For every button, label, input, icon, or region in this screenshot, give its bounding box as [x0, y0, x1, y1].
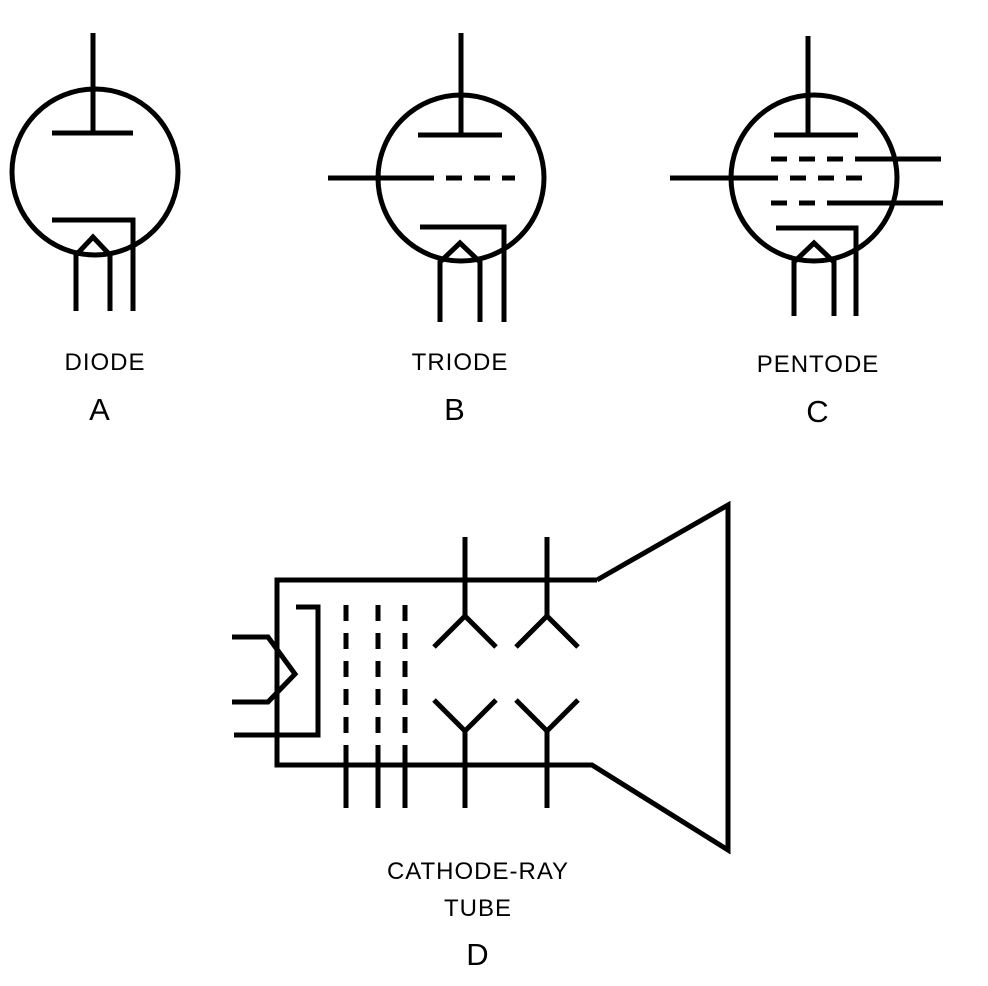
- triode-name-label: TRIODE: [411, 349, 509, 376]
- diode-cathode: [52, 217, 136, 311]
- triode-heater: [437, 239, 483, 322]
- diode-symbol: [9, 33, 181, 311]
- crt-deflection-plate-bottom-1: [432, 698, 498, 735]
- crt-letter-label: D: [466, 937, 490, 972]
- crt-deflection-plate-bottom-2: [514, 698, 580, 735]
- triode-symbol: [328, 33, 547, 322]
- crt-envelope: [274, 500, 731, 855]
- crt-cathode: [234, 604, 321, 738]
- diode-name-label: DIODE: [64, 349, 146, 376]
- crt-name-label-line-1: CATHODE-RAY: [386, 858, 570, 885]
- diode-letter-label: A: [89, 392, 111, 427]
- triode-cathode: [420, 224, 507, 322]
- triode-letter-label: B: [444, 392, 466, 427]
- diode-heater: [73, 233, 113, 311]
- pentode-heater: [791, 239, 837, 316]
- pentode-cathode: [776, 225, 859, 316]
- pentode-name-label: PENTODE: [756, 351, 880, 378]
- pentode-symbol: [670, 36, 943, 316]
- crt-symbol: [232, 500, 731, 855]
- pentode-letter-label: C: [806, 394, 830, 429]
- crt-name-label-line-2: TUBE: [443, 895, 512, 922]
- crt-deflection-plate-top-2: [514, 612, 580, 649]
- crt-deflection-plate-top-1: [432, 612, 498, 649]
- crt-heater: [232, 634, 299, 705]
